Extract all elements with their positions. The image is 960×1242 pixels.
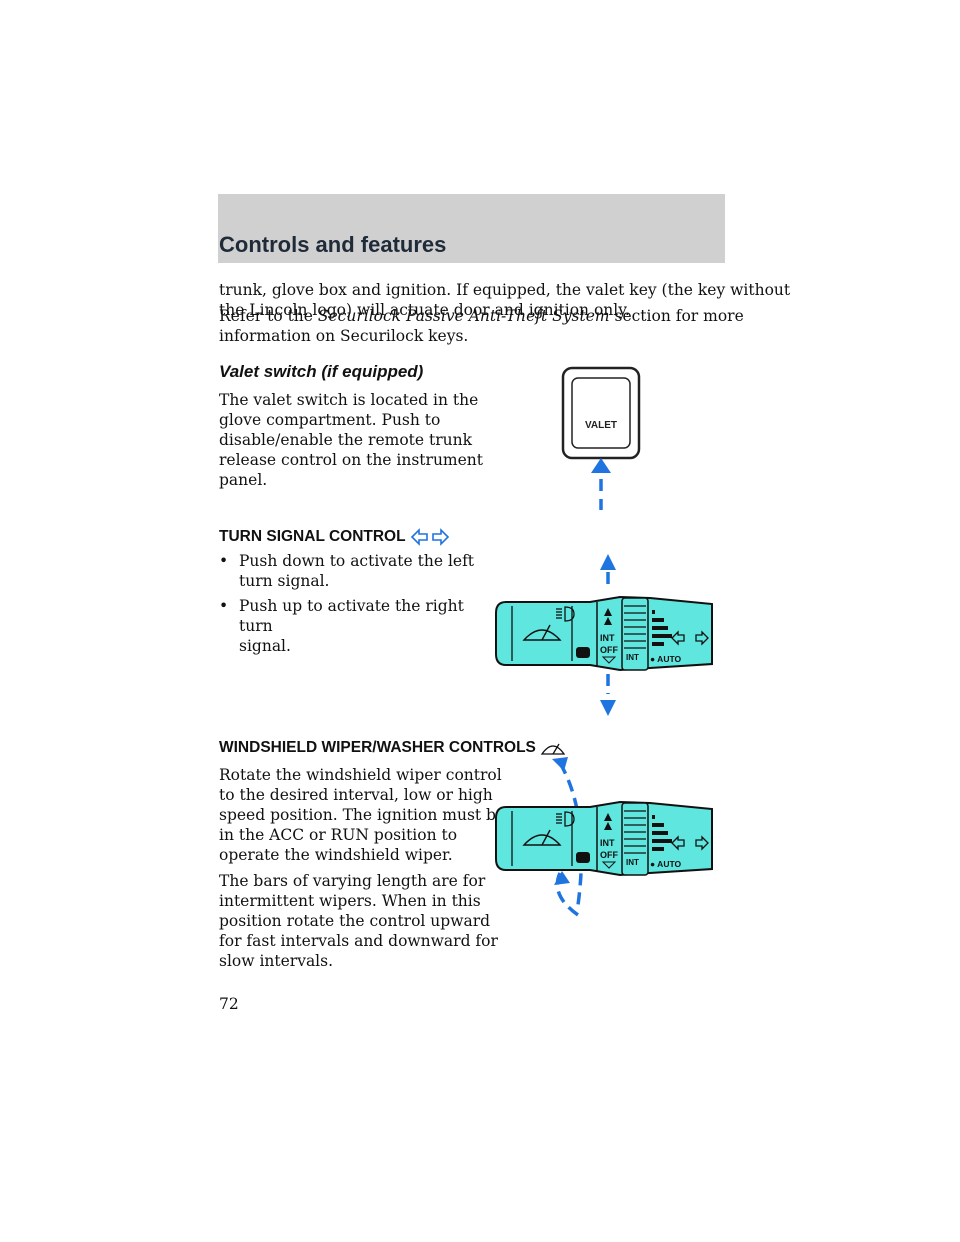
turn-signal-arrows-icon — [671, 835, 709, 851]
valet-line-1: The valet switch is located in the — [219, 391, 479, 409]
turn-signal-heading-text: TURN SIGNAL CONTROL — [219, 528, 406, 546]
intro-line-2: the Lincoln logo) will actuate door and … — [219, 301, 630, 319]
wiper-icon — [522, 829, 562, 846]
wiper-heading: WINDSHIELD WIPER/WASHER CONTROLS — [219, 738, 566, 758]
wiper-icon — [522, 624, 562, 641]
securilock-link-text: Securilock Passive Anti-Theft System — [317, 307, 610, 325]
wiper-para1-line-3: speed position. The ignition must be — [219, 806, 506, 824]
wiper-para2-line-5: slow intervals. — [219, 952, 334, 970]
wiper-para1-line-1: Rotate the windshield wiper control — [219, 766, 502, 784]
wiper-para1-line-5: operate the windshield wiper. — [219, 846, 453, 864]
intro-line-1: trunk, glove box and ignition. If equipp… — [219, 281, 791, 299]
refer-prefix: Refer to the — [219, 307, 318, 325]
arrow-up-icon — [600, 554, 616, 570]
rotate-down-arrow-icon — [554, 871, 570, 885]
ring-int-label: INT — [626, 653, 639, 662]
valet-line-3: disable/enable the remote trunk — [219, 431, 472, 449]
valet-heading: Valet switch (if equipped) — [219, 362, 424, 381]
stalk-off-label: OFF — [600, 645, 618, 655]
windshield-wiper-icon — [540, 743, 566, 755]
turn-signal-icon — [410, 528, 449, 546]
header-band — [218, 194, 725, 263]
headlamp-icon — [556, 811, 575, 827]
valet-button-label: VALET — [585, 420, 617, 431]
page-number: 72 — [219, 995, 239, 1013]
valet-switch-illustration: VALET — [561, 366, 641, 510]
turn-signal-arrows-icon — [671, 630, 709, 646]
wiper-para2-line-3: position rotate the control upward — [219, 912, 491, 930]
auto-label: ● AUTO — [650, 859, 681, 869]
arrow-up-icon — [591, 458, 611, 473]
intro-line-4: information on Securilock keys. — [219, 327, 469, 345]
arrow-down-icon — [600, 700, 616, 716]
wiper-heading-text: WINDSHIELD WIPER/WASHER CONTROLS — [219, 739, 536, 757]
auto-label: ● AUTO — [650, 654, 681, 664]
stalk-int-label: INT — [600, 633, 615, 643]
wiper-para2-line-2: intermittent wipers. When in this — [219, 892, 481, 910]
wiper-para2-line-1: The bars of varying length are for — [219, 872, 486, 890]
rotate-up-arrow-icon — [552, 757, 568, 771]
turn-signal-stalk-illustration: INT OFF INT ● AUTO — [495, 554, 713, 716]
wiper-para1-line-2: to the desired interval, low or high — [219, 786, 493, 804]
turn-signal-heading: TURN SIGNAL CONTROL — [219, 528, 450, 546]
valet-line-4: release control on the instrument — [219, 451, 484, 469]
wiper-stalk-illustration: INT OFF INT ● AUTO — [495, 757, 713, 917]
wiper-para2-line-4: for fast intervals and downward for — [219, 932, 498, 950]
refer-suffix: section for more — [609, 307, 744, 325]
page-title: Controls and features — [219, 232, 447, 257]
wiper-para1-line-4: in the ACC or RUN position to — [219, 826, 458, 844]
stalk-int-label: INT — [600, 838, 615, 848]
valet-line-5: panel. — [219, 471, 268, 489]
stalk-off-label: OFF — [600, 850, 618, 860]
headlamp-icon — [556, 606, 575, 622]
ring-int-label: INT — [626, 858, 639, 867]
securilock-refer-line: Refer to the Securilock Passive Anti-The… — [219, 306, 744, 326]
valet-line-2: glove compartment. Push to — [219, 411, 441, 429]
